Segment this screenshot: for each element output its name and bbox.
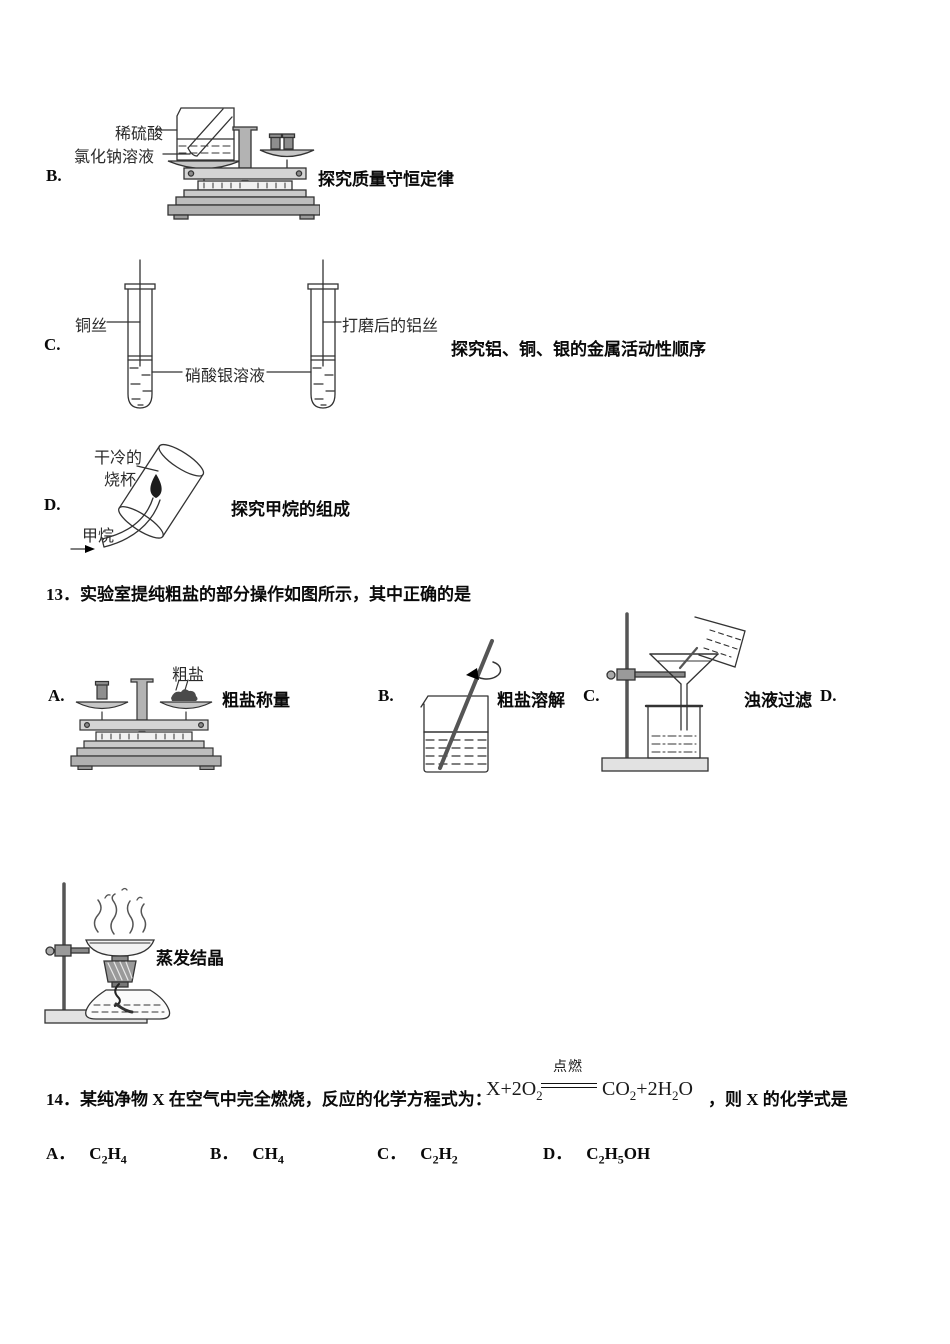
q13-stem: 13．实验室提纯粗盐的部分操作如图所示，其中正确的是 (46, 580, 471, 605)
option-letter: D． (543, 1144, 573, 1163)
q13-number: 13． (46, 585, 80, 604)
beam (79, 719, 209, 731)
alcohol-lamp (85, 955, 171, 1020)
option-formula: C2H5OH (586, 1144, 651, 1167)
label-dry-cold-beaker-line2: 烧杯 (104, 472, 137, 489)
q12-option-c-letter: C. (44, 335, 61, 354)
q14-option-d: D． C2H5OH (543, 1139, 650, 1167)
clamp (606, 668, 686, 681)
clamp (45, 944, 90, 957)
salt-pile (171, 689, 198, 701)
caption-mass-conservation: 探究质量守恒定律 (318, 170, 454, 189)
option-formula: C2H2 (420, 1144, 458, 1167)
ruler (95, 731, 193, 742)
inverted-beaker (118, 443, 205, 539)
weights (268, 133, 296, 150)
q12-option-d-letter: D. (44, 495, 61, 514)
test-tubes-diagram (106, 259, 342, 409)
caption-metal-activity-order: 探究铝、铜、银的金属活动性顺序 (451, 340, 706, 359)
label-nacl-solution: 氯化钠溶液 (74, 149, 155, 166)
evaporating-dish (85, 939, 155, 957)
glass-rod (678, 646, 699, 670)
left-pan (75, 701, 129, 710)
q14-option-a: A． C2H4 (46, 1139, 127, 1167)
arrow-head-icon (85, 545, 95, 553)
left-test-tube (124, 259, 156, 409)
beaker-with-tube (176, 107, 235, 161)
pouring-beaker (694, 616, 746, 668)
pillar (130, 678, 154, 721)
label-copper-wire: 铜丝 (75, 318, 108, 335)
pointer-line (184, 679, 189, 691)
q14-stem-after: ，则 X 的化学式是 (708, 1090, 848, 1109)
balance-scale (167, 126, 320, 220)
right-pan (159, 701, 213, 710)
label-methane: 甲烷 (82, 528, 115, 545)
label-coarse-salt: 粗盐 (172, 667, 205, 684)
q14-option-c: C． C2H2 (377, 1139, 458, 1167)
equation-lhs: X+2O2 (486, 1078, 543, 1103)
q13-option-a-letter: A. (48, 686, 65, 705)
steam (93, 887, 147, 935)
weight (94, 680, 110, 700)
flame-icon (150, 474, 162, 498)
wick (114, 983, 121, 1007)
caption-salt-weighing: 粗盐称量 (222, 691, 290, 710)
evaporation-diagram (44, 882, 171, 1024)
q14-text-before: 某纯净物 X 在空气中完全燃烧，反应的化学方程式为： (80, 1090, 492, 1109)
q13-option-b-letter: B. (378, 686, 394, 705)
q14-stem-before: 14．某纯净物 X 在空气中完全燃烧，反应的化学方程式为： (46, 1085, 492, 1110)
arrow-head-icon (466, 668, 479, 680)
label-dilute-sulfuric-acid: 稀硫酸 (115, 126, 164, 143)
inverted-beaker-diagram (70, 443, 205, 553)
filtration-diagram (601, 612, 746, 772)
q13-option-c-letter: C. (583, 686, 600, 705)
right-test-tube (307, 259, 339, 409)
q13-option-d-letter: D. (820, 686, 837, 705)
stand-base (601, 757, 709, 772)
option-formula: CH4 (252, 1144, 284, 1167)
label-polished-aluminum-wire: 打磨后的铝丝 (342, 318, 439, 335)
caption-salt-dissolving: 粗盐溶解 (497, 691, 565, 710)
option-letter: B． (210, 1144, 239, 1163)
q12-option-b-letter: B. (46, 166, 62, 185)
q13-text: 实验室提纯粗盐的部分操作如图所示，其中正确的是 (80, 585, 471, 604)
caption-evaporation: 蒸发结晶 (156, 949, 224, 968)
mass-conservation-balance-diagram (155, 107, 320, 220)
q14-option-b: B． CH4 (210, 1139, 284, 1167)
salt-weighing-balance-diagram (70, 678, 222, 770)
caption-filtration: 浊液过滤 (744, 691, 812, 710)
label-silver-nitrate-solution: 硝酸银溶液 (185, 368, 266, 385)
gas-tube (101, 497, 161, 548)
equation-condition: 点燃 (553, 1060, 583, 1075)
q14-number: 14． (46, 1090, 80, 1109)
equation-rhs: CO2+2H2O (602, 1078, 693, 1103)
equation-double-line (541, 1083, 597, 1088)
dissolving-beaker-diagram (420, 639, 502, 773)
pointer-line (136, 465, 159, 472)
option-letter: A． (46, 1144, 76, 1163)
stirring-rod (438, 639, 494, 770)
caption-methane-composition: 探究甲烷的组成 (231, 500, 350, 519)
label-dry-cold-beaker-line1: 干冷的 (94, 450, 143, 467)
pointer-line (175, 679, 180, 691)
collecting-beaker (644, 704, 704, 759)
option-letter: C． (377, 1144, 407, 1163)
option-formula: C2H4 (89, 1144, 127, 1167)
funnel (649, 653, 719, 731)
